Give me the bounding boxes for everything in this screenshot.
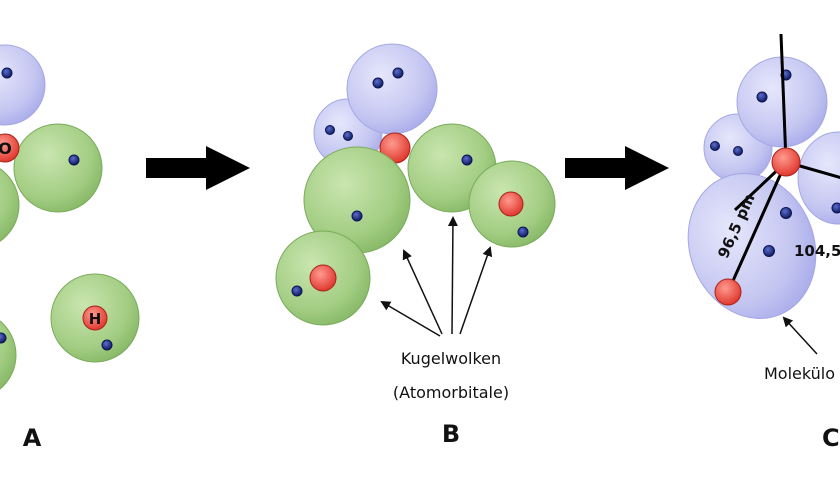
electron	[517, 226, 529, 238]
electron	[763, 245, 775, 257]
oxygen-nucleus	[0, 133, 20, 163]
electron	[780, 207, 792, 219]
hydrogen-symbol: H	[89, 310, 102, 328]
bond-line	[726, 161, 788, 293]
panel-c: 96,5 pm 104,5 Molekülo C	[687, 33, 840, 452]
pointer-line	[402, 249, 443, 335]
electron	[392, 67, 404, 79]
transition-arrow	[146, 146, 250, 190]
panel-label-b: B	[442, 420, 460, 448]
electron	[343, 131, 353, 141]
oxygen-nucleus	[771, 147, 801, 177]
electron	[68, 154, 80, 166]
electron	[0, 332, 7, 344]
electron	[1, 67, 13, 79]
hydrogen-nucleus	[498, 191, 524, 217]
orbital-green	[0, 168, 20, 242]
electron	[291, 285, 303, 297]
electron	[710, 141, 720, 151]
caption-line-2: (Atomorbitale)	[393, 383, 509, 402]
panel-b: Kugelwolken (Atomorbitale) B	[275, 43, 556, 448]
panel-label-a: A	[23, 424, 42, 452]
pointer-line	[459, 246, 493, 335]
electron	[831, 202, 840, 214]
oxygen-symbol: O	[0, 139, 12, 158]
orbital-blue	[0, 44, 46, 126]
electron	[372, 77, 384, 89]
orbital-green	[13, 123, 103, 213]
panel-label-c: C	[822, 424, 840, 452]
electron	[351, 210, 363, 222]
panel-a: O H A	[0, 44, 140, 452]
hydrogen-nucleus	[82, 305, 108, 331]
orbital-blue	[346, 43, 438, 135]
pointer-line	[380, 300, 441, 337]
orbital-green	[0, 320, 17, 390]
pointer-line	[782, 316, 818, 355]
electron	[733, 146, 743, 156]
molecule-caption: Molekülo	[764, 364, 835, 383]
electron	[325, 125, 335, 135]
bond-angle-label: 104,5	[794, 242, 840, 260]
electron	[101, 339, 113, 351]
pointer-line	[447, 216, 458, 335]
transition-arrow	[565, 146, 669, 190]
caption-line-1: Kugelwolken	[401, 349, 501, 368]
hydrogen-nucleus	[714, 278, 742, 306]
bond-line	[779, 33, 788, 163]
electron	[461, 154, 473, 166]
electron	[756, 91, 768, 103]
orbital-blue	[797, 131, 840, 225]
hydrogen-nucleus	[309, 264, 337, 292]
